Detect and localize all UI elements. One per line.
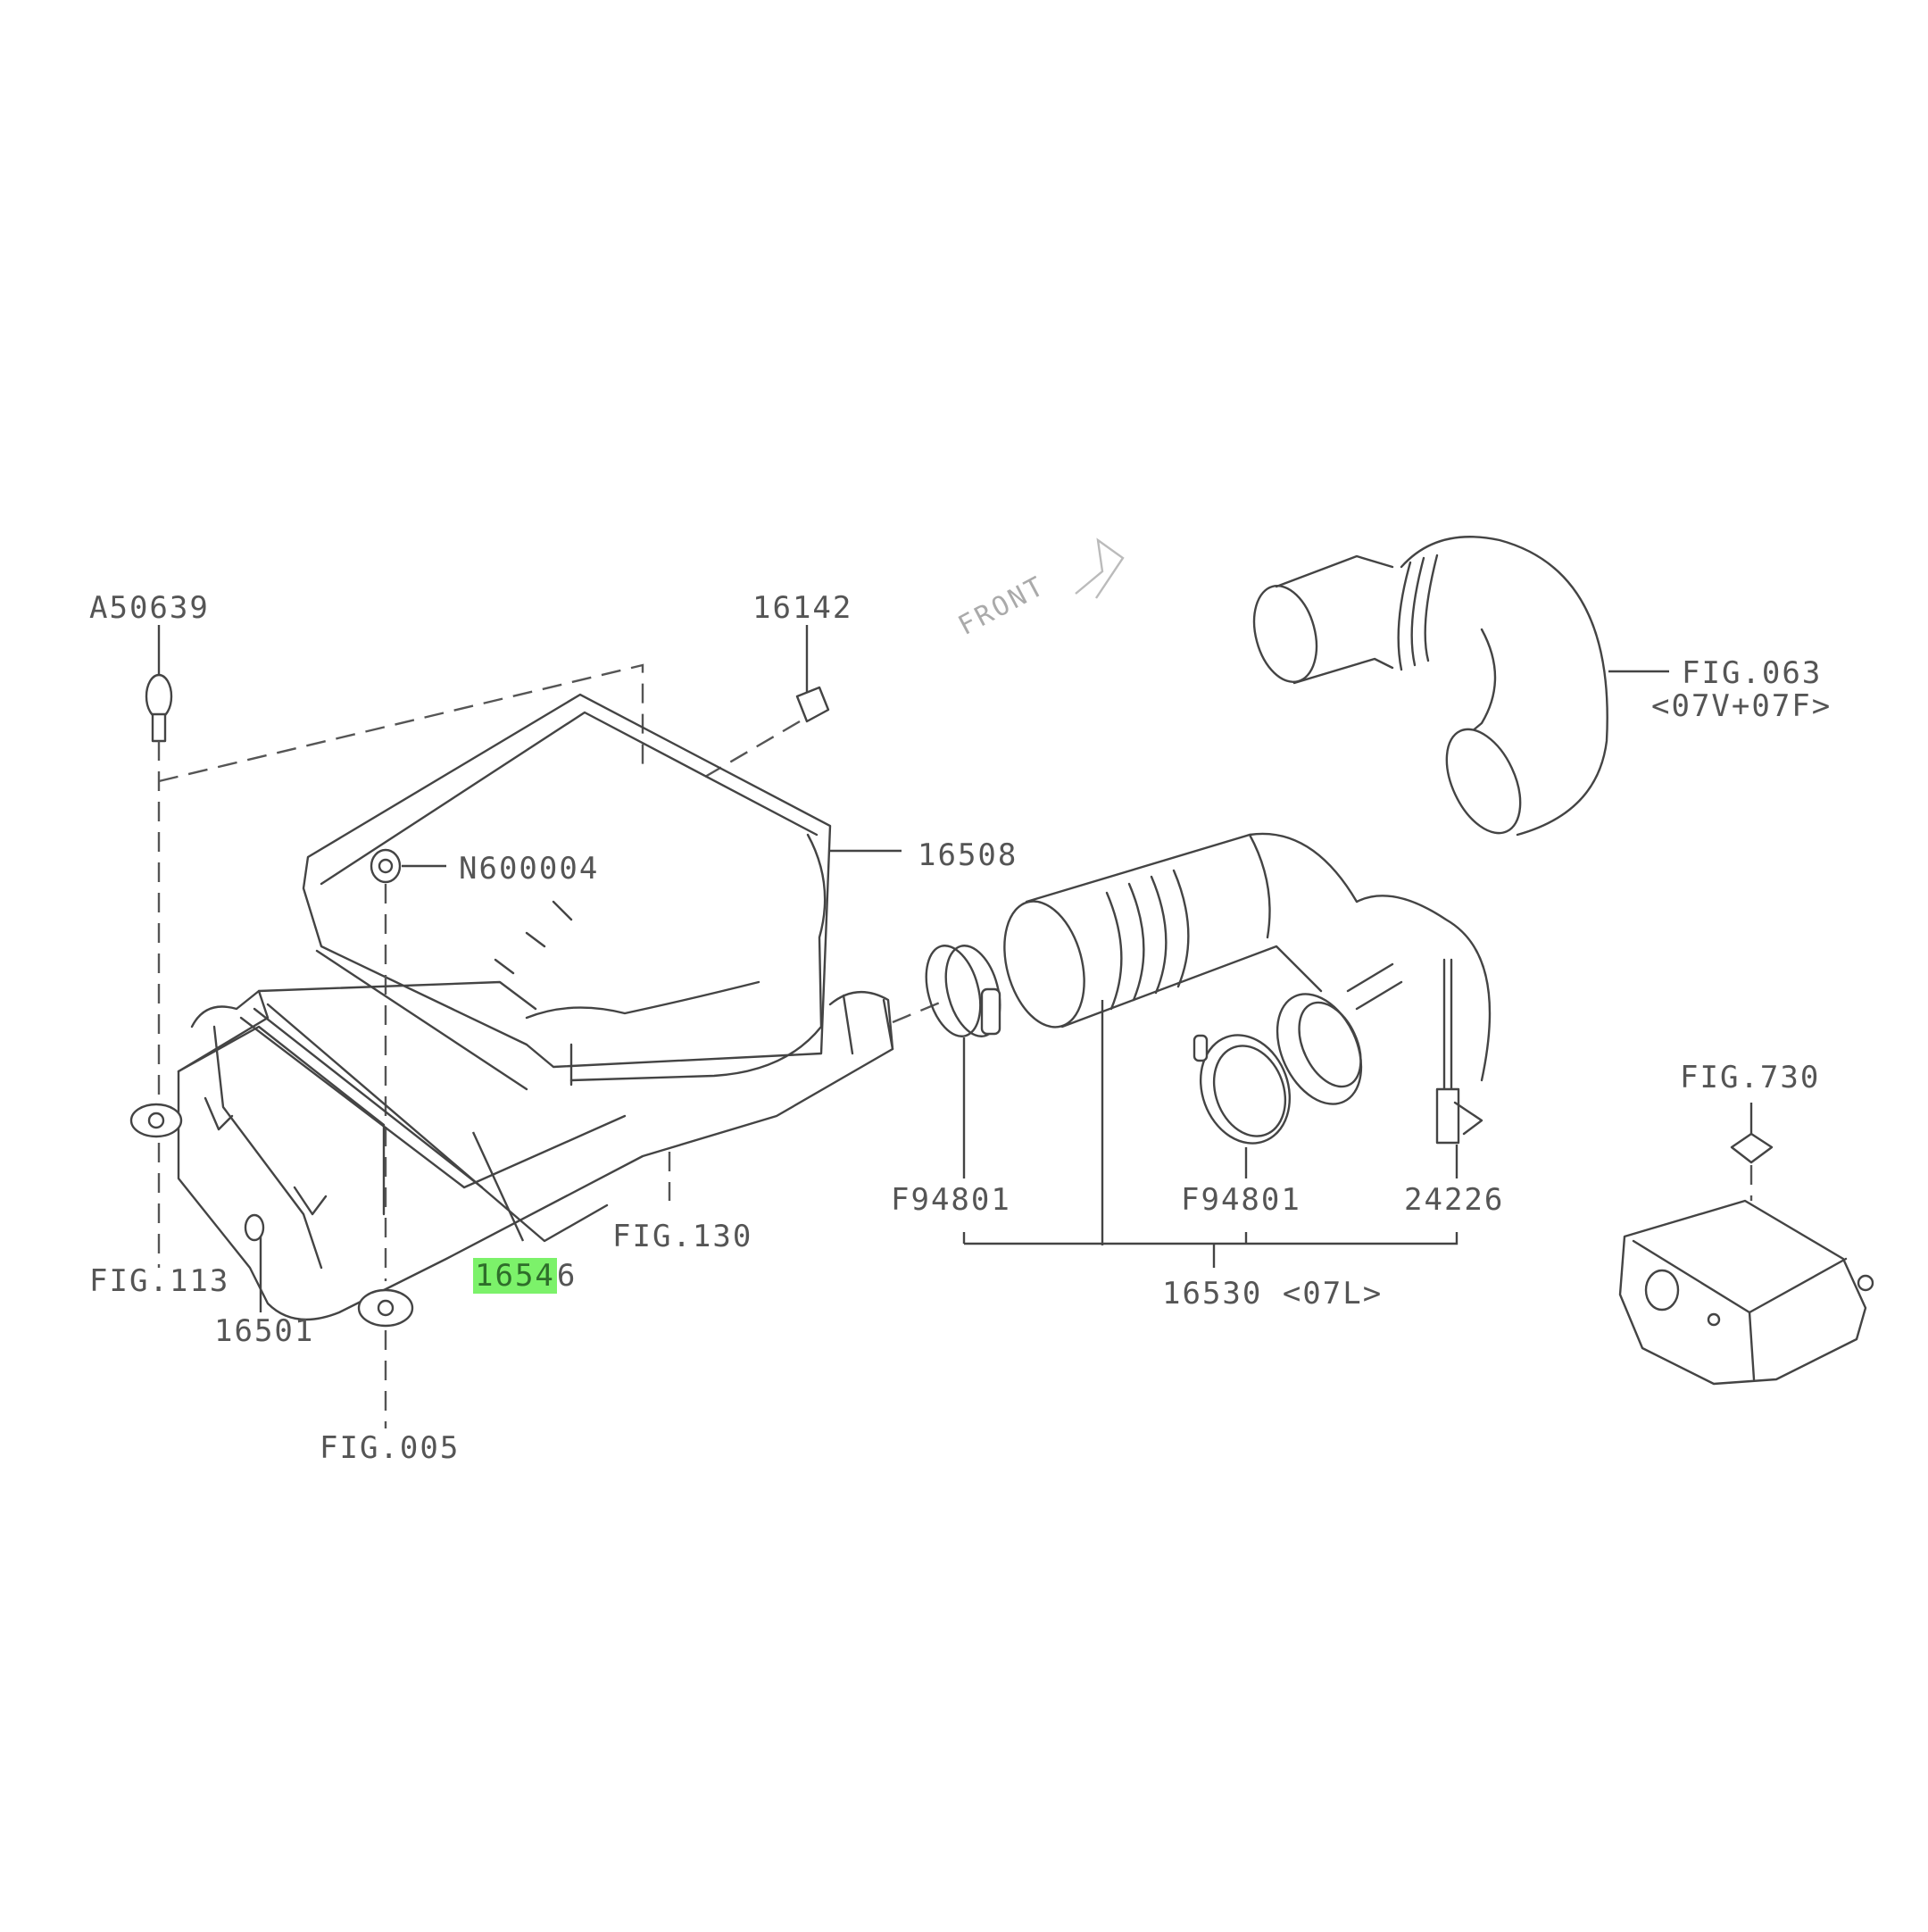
front-arrow-icon: [1075, 537, 1125, 599]
label-fig005[interactable]: FIG.005: [320, 1430, 461, 1466]
label-fig730[interactable]: FIG.730: [1680, 1060, 1821, 1095]
label-16142: 16142: [752, 590, 853, 626]
label-fig130[interactable]: FIG.130: [612, 1219, 753, 1254]
intake-duct-16530: [1003, 832, 1492, 1105]
bolt-a50639-icon: [145, 625, 173, 743]
label-16501: 16501: [214, 1313, 315, 1349]
upper-intake-duct: [1252, 536, 1608, 837]
air-cleaner-case: [129, 980, 894, 1328]
highlight-16546: 1654: [473, 1258, 557, 1294]
label-n600004: N600004: [459, 851, 600, 887]
label-f94801-a: F94801: [891, 1182, 1011, 1218]
label-16530: 16530 <07L>: [1162, 1276, 1384, 1312]
label-a50639: A50639: [89, 590, 210, 626]
label-fig063-variant: <07V+07F>: [1651, 688, 1832, 724]
clip-24226-icon: [1435, 958, 1483, 1145]
hose-clamp-2-icon: [1193, 1034, 1292, 1145]
hose-clamp-1-icon: [925, 945, 1001, 1037]
label-fig113[interactable]: FIG.113: [89, 1263, 230, 1299]
nut-n600004-icon: [370, 848, 402, 884]
label-16546-highlighted: 16546: [473, 1258, 578, 1294]
label-f94801-b: F94801: [1181, 1182, 1301, 1218]
plug-16142-icon: [795, 686, 830, 723]
label-16508: 16508: [918, 837, 1018, 873]
air-cleaner-cover: [302, 693, 832, 1091]
label-16546-tail: 6: [556, 1258, 578, 1294]
fig730-module-icon: [1618, 1103, 1874, 1386]
label-fig063[interactable]: FIG.063: [1682, 655, 1823, 691]
label-24226: 24226: [1404, 1182, 1505, 1218]
